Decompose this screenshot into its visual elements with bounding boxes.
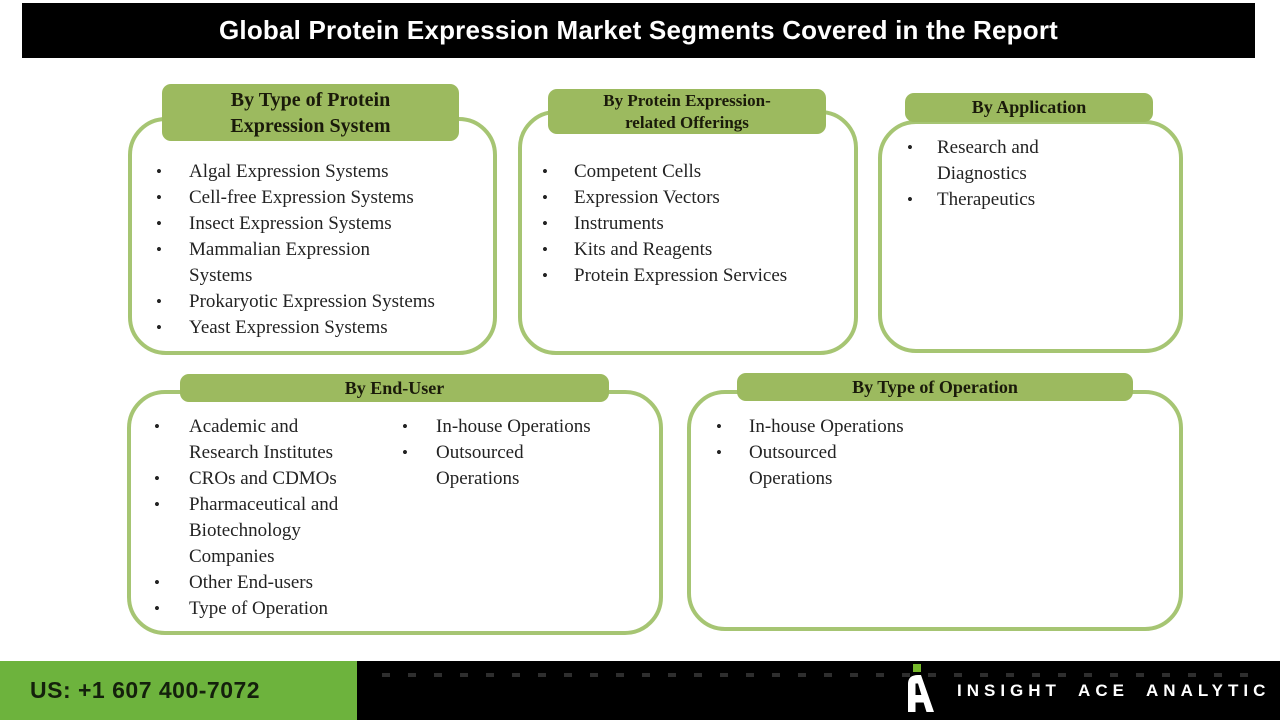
dotted-divider-line [382,673,1252,677]
segment-item-list: Algal Expression Systems Cell-free Expre… [132,159,497,341]
footer-brand-panel: INSIGHT ACE ANALYTIC [357,661,1280,720]
list-item: Other End-users [131,570,401,596]
list-item: Instruments [522,211,858,237]
list-item: Insect Expression Systems [132,211,497,237]
list-item: Therapeutics [882,187,1182,213]
segment-header-type-of-protein-expression-system: By Type of Protein Expression System [162,84,459,141]
segment-box-type-of-protein-expression-system: Algal Expression Systems Cell-free Expre… [128,117,497,355]
segment-box-end-user: Academic and Research Institutes CROs an… [127,390,663,635]
list-item: CROs and CDMOs [131,466,401,492]
list-item: Mammalian Expression Systems [132,237,497,289]
list-item: Type of Operation [131,596,401,622]
list-item: Expression Vectors [522,185,858,211]
list-item: Prokaryotic Expression Systems [132,289,497,315]
list-item: Kits and Reagents [522,237,858,263]
list-item: Academic and Research Institutes [131,414,401,466]
segment-header-protein-expression-related-offerings: By Protein Expression-related Offerings [548,89,826,134]
list-item: Cell-free Expression Systems [132,185,497,211]
footer-phone-panel: US: +1 607 400-7072 [0,661,357,720]
list-item: Outsourced Operations [691,440,1171,492]
list-item: Yeast Expression Systems [132,315,497,341]
list-item: Algal Expression Systems [132,159,497,185]
insight-ace-logo-icon [905,664,935,712]
segment-item-list: Research and Diagnostics Therapeutics [882,135,1182,213]
list-item: Protein Expression Services [522,263,858,289]
page-title: Global Protein Expression Market Segment… [218,15,1058,45]
segment-header-type-of-operation: By Type of Operation [737,373,1133,401]
segment-header-application: By Application [905,93,1153,122]
segment-box-application: Research and Diagnostics Therapeutics [878,120,1183,353]
list-item: Outsourced Operations [402,440,652,492]
segment-item-list: In-house Operations Outsourced Operation… [691,414,1171,492]
brand-name: INSIGHT ACE ANALYTIC [957,680,1271,700]
list-item: Pharmaceutical and Biotechnology Compani… [131,492,401,570]
segment-item-list: Competent Cells Expression Vectors Instr… [522,159,858,289]
segment-item-list-column-2: In-house Operations Outsourced Operation… [402,414,652,492]
list-item: Competent Cells [522,159,858,185]
segment-item-list-column-1: Academic and Research Institutes CROs an… [131,414,401,622]
title-bar: Global Protein Expression Market Segment… [22,3,1255,58]
list-item: In-house Operations [402,414,652,440]
segment-box-protein-expression-related-offerings: Competent Cells Expression Vectors Instr… [518,110,858,355]
segment-header-end-user: By End-User [180,374,609,402]
list-item: In-house Operations [691,414,1171,440]
phone-number: US: +1 607 400-7072 [30,677,261,703]
list-item: Research and Diagnostics [882,135,1182,187]
segment-box-type-of-operation: In-house Operations Outsourced Operation… [687,390,1183,631]
